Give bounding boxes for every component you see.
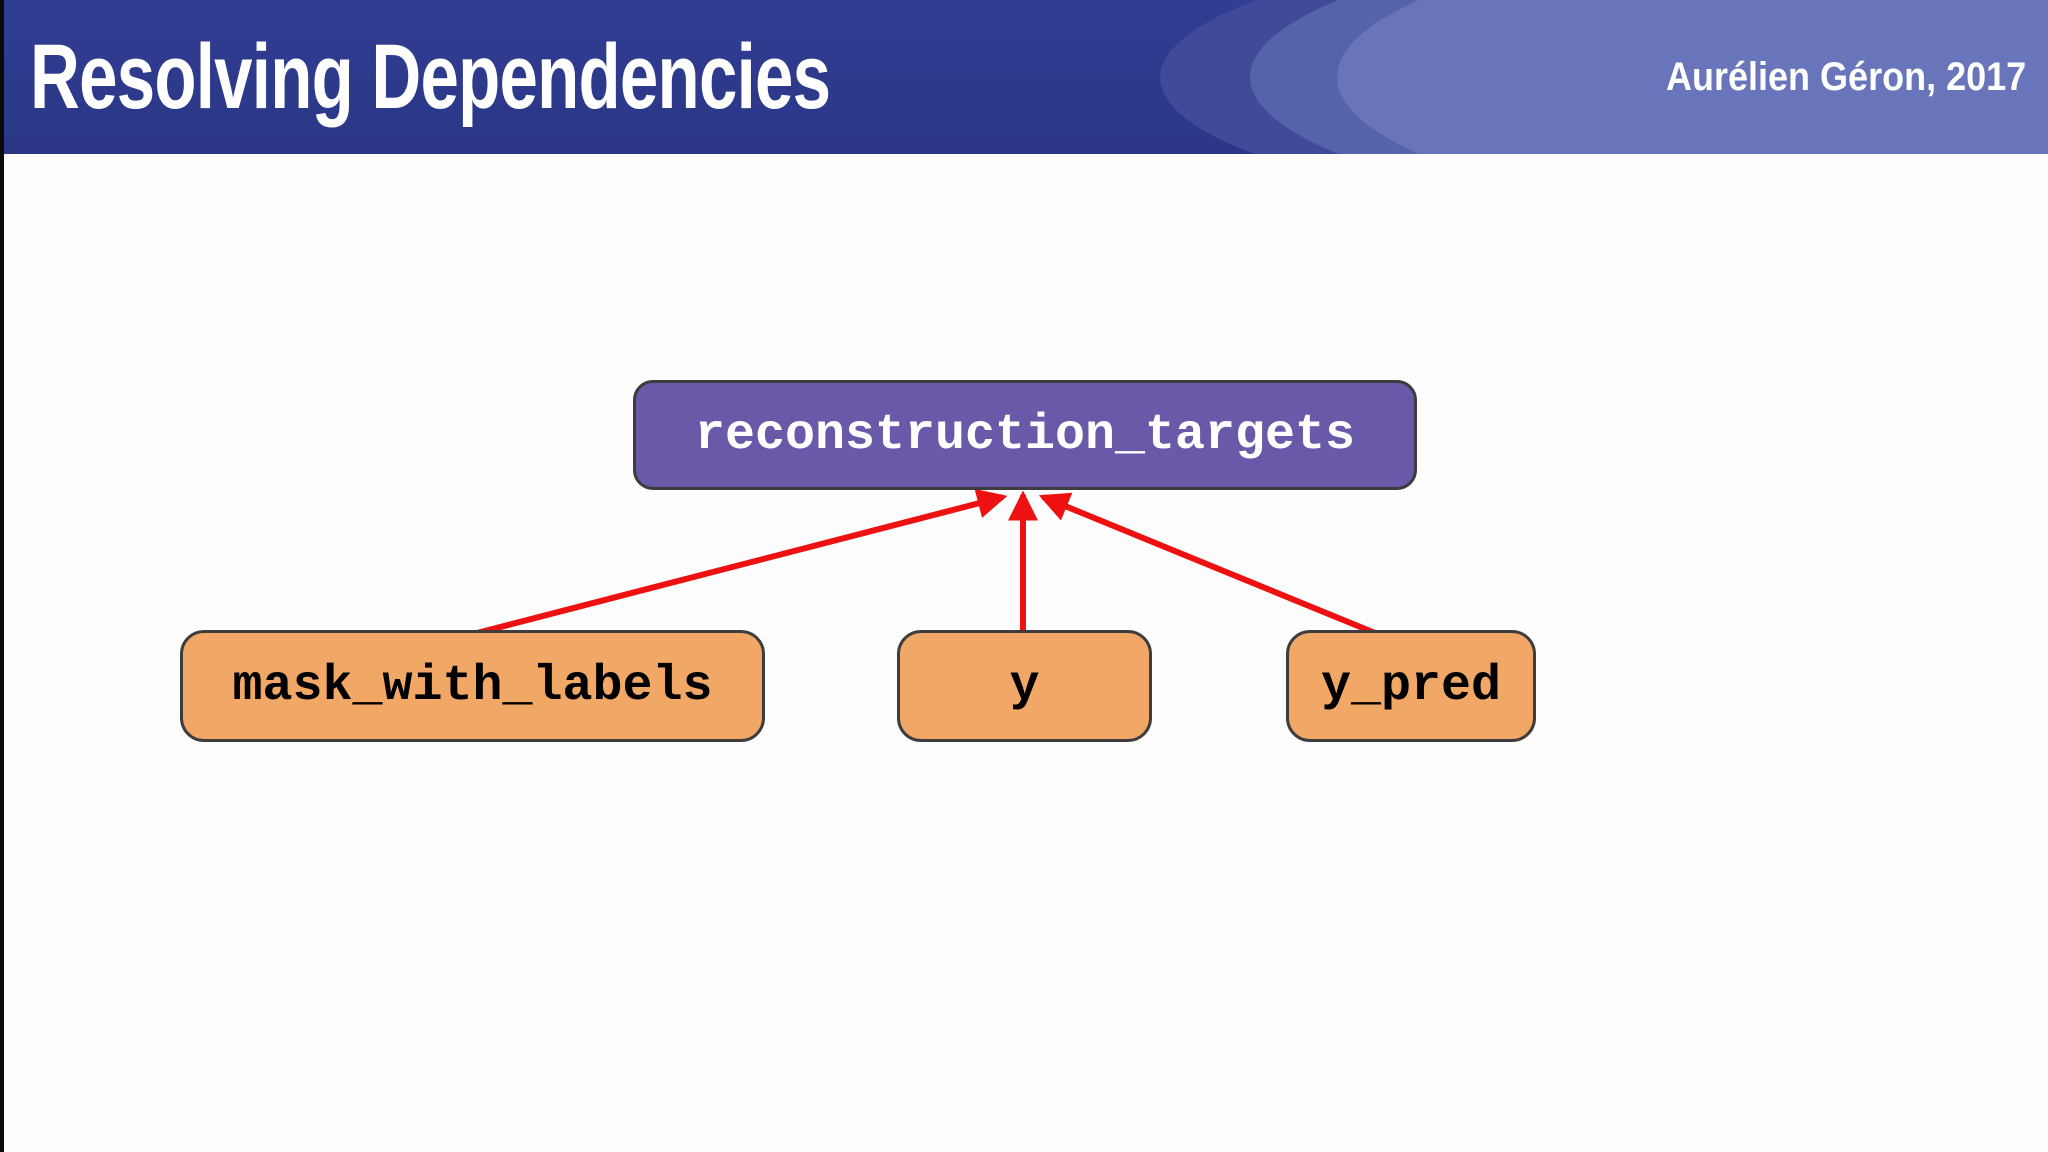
node-mask-with-labels: mask_with_labels [180,630,765,742]
node-label: y_pred [1320,657,1502,715]
node-y: y [897,630,1152,742]
banner-ellipse-decoration [1337,0,2048,154]
dependency-diagram: reconstruction_targets mask_with_labels … [0,154,2048,1152]
edge-ypred-to-target [1038,492,1377,636]
node-y-pred: y_pred [1286,630,1536,742]
node-label: y [1009,657,1040,715]
author-credit: Aurélien Géron, 2017 [1665,54,2026,99]
header-banner: Resolving Dependencies Aurélien Géron, 2… [0,0,2048,154]
edge-mask-to-target [476,488,1008,636]
node-label: mask_with_labels [232,657,713,715]
node-label: reconstruction_targets [694,406,1356,464]
node-reconstruction-targets: reconstruction_targets [633,380,1417,490]
screen-edge-strip [0,0,4,1152]
page-title: Resolving Dependencies [30,25,831,128]
